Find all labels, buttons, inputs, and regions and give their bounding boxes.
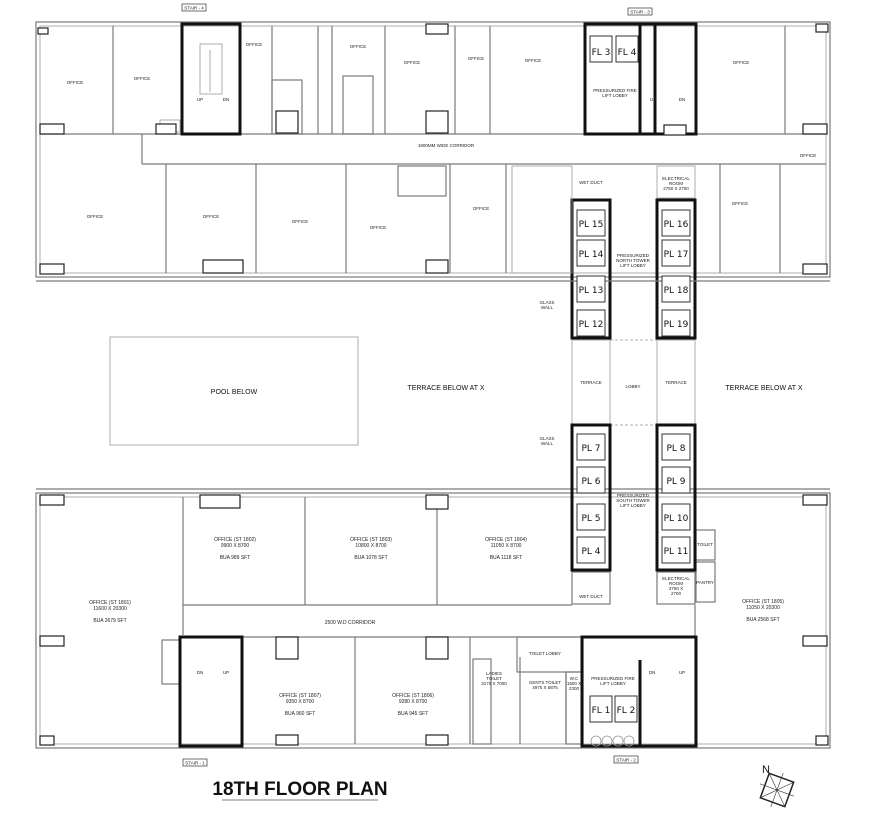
lift-label: PL 12 bbox=[579, 320, 604, 330]
office-label: OFFICE bbox=[67, 80, 84, 85]
office-label: OFFICE bbox=[468, 56, 485, 61]
stair-up: UP bbox=[650, 97, 656, 102]
office-label: OFFICE bbox=[404, 60, 421, 65]
south-corridor-label: 2500 W.D CORRIDOR bbox=[325, 620, 376, 626]
pantry-label: PANTRY bbox=[696, 580, 714, 585]
office-label: OFFICE bbox=[473, 206, 490, 211]
fire-lift-label: FL 1 bbox=[592, 706, 611, 716]
pool-label: POOL BELOW bbox=[211, 389, 258, 396]
wet-duct-label: WET DUCT bbox=[579, 180, 603, 185]
north-block bbox=[35, 21, 831, 340]
stair-down: DN bbox=[649, 670, 656, 675]
lift-label: PL 15 bbox=[579, 220, 604, 230]
lobby-label: LOBBY bbox=[625, 384, 640, 389]
office-label: OFFICE bbox=[370, 225, 387, 230]
office-label: OFFICE bbox=[87, 214, 104, 219]
fire-lift-label: FL 3 bbox=[592, 48, 611, 58]
stair-down: DN bbox=[197, 670, 204, 675]
north-corridor-label: 1800MM WIDE CORRIDOR bbox=[418, 143, 475, 148]
passenger-lifts: PL 15 PL 14 PL 13 PL 12 PL 16 PL 17 PL 1… bbox=[576, 209, 691, 564]
south-block bbox=[35, 423, 831, 749]
stair-2-label: STAIR - 2 bbox=[616, 758, 636, 763]
office-label: OFFICE bbox=[525, 58, 542, 63]
stair-up: UP bbox=[197, 97, 203, 102]
terrace-label-right: TERRACE BELOW AT X bbox=[725, 385, 802, 392]
plan-title: 18TH FLOOR PLAN bbox=[212, 779, 387, 800]
stair-down: DN bbox=[223, 97, 230, 102]
lift-label: PL 13 bbox=[579, 286, 604, 296]
office-label: OFFICE bbox=[732, 201, 749, 206]
lift-label: PL 11 bbox=[664, 547, 689, 557]
fire-lift-label: FL 2 bbox=[617, 706, 636, 716]
lift-label: PL 14 bbox=[579, 250, 604, 260]
lift-label: PL 7 bbox=[581, 444, 600, 454]
office-label: OFFICE bbox=[134, 76, 151, 81]
stair-up: UP bbox=[223, 670, 229, 675]
stair-1-label: STAIR - 1 bbox=[185, 761, 205, 766]
lift-label: PL 10 bbox=[664, 514, 689, 524]
lift-label: PL 4 bbox=[581, 547, 600, 557]
terrace-small-label: TERRACE bbox=[665, 380, 687, 385]
lift-label: PL 9 bbox=[666, 477, 685, 487]
fire-lift-label: FL 4 bbox=[618, 48, 637, 58]
office-label: OFFICE bbox=[733, 60, 750, 65]
lift-label: PL 19 bbox=[664, 320, 689, 330]
office-label: OFFICE bbox=[203, 214, 220, 219]
terrace-label-left: TERRACE BELOW AT X bbox=[407, 385, 484, 392]
office-label: OFFICE bbox=[800, 153, 817, 158]
lift-label: PL 8 bbox=[666, 444, 685, 454]
lift-label: PL 5 bbox=[581, 514, 600, 524]
lift-label: PL 18 bbox=[664, 286, 689, 296]
toilet-lobby-label: TOILET LOBBY bbox=[529, 651, 561, 656]
office-label: OFFICE bbox=[246, 42, 263, 47]
lift-label: PL 6 bbox=[581, 477, 600, 487]
terrace-small-label: TERRACE bbox=[580, 380, 602, 385]
toilet-label: TOILET bbox=[697, 542, 713, 547]
north-arrow-icon bbox=[759, 772, 795, 808]
office-label: OFFICE bbox=[292, 219, 309, 224]
wet-duct-label: WET DUCT bbox=[579, 594, 603, 599]
pool bbox=[109, 336, 359, 446]
lift-label: PL 17 bbox=[664, 250, 689, 260]
north-label: N bbox=[762, 764, 770, 776]
stair-3-label: STAIR - 3 bbox=[630, 10, 650, 15]
stair-up: UP bbox=[679, 670, 685, 675]
stair-4-label: STAIR - 4 bbox=[184, 6, 204, 11]
stair-down: DN bbox=[679, 97, 686, 102]
lift-label: PL 16 bbox=[664, 220, 689, 230]
office-label: OFFICE bbox=[350, 44, 367, 49]
